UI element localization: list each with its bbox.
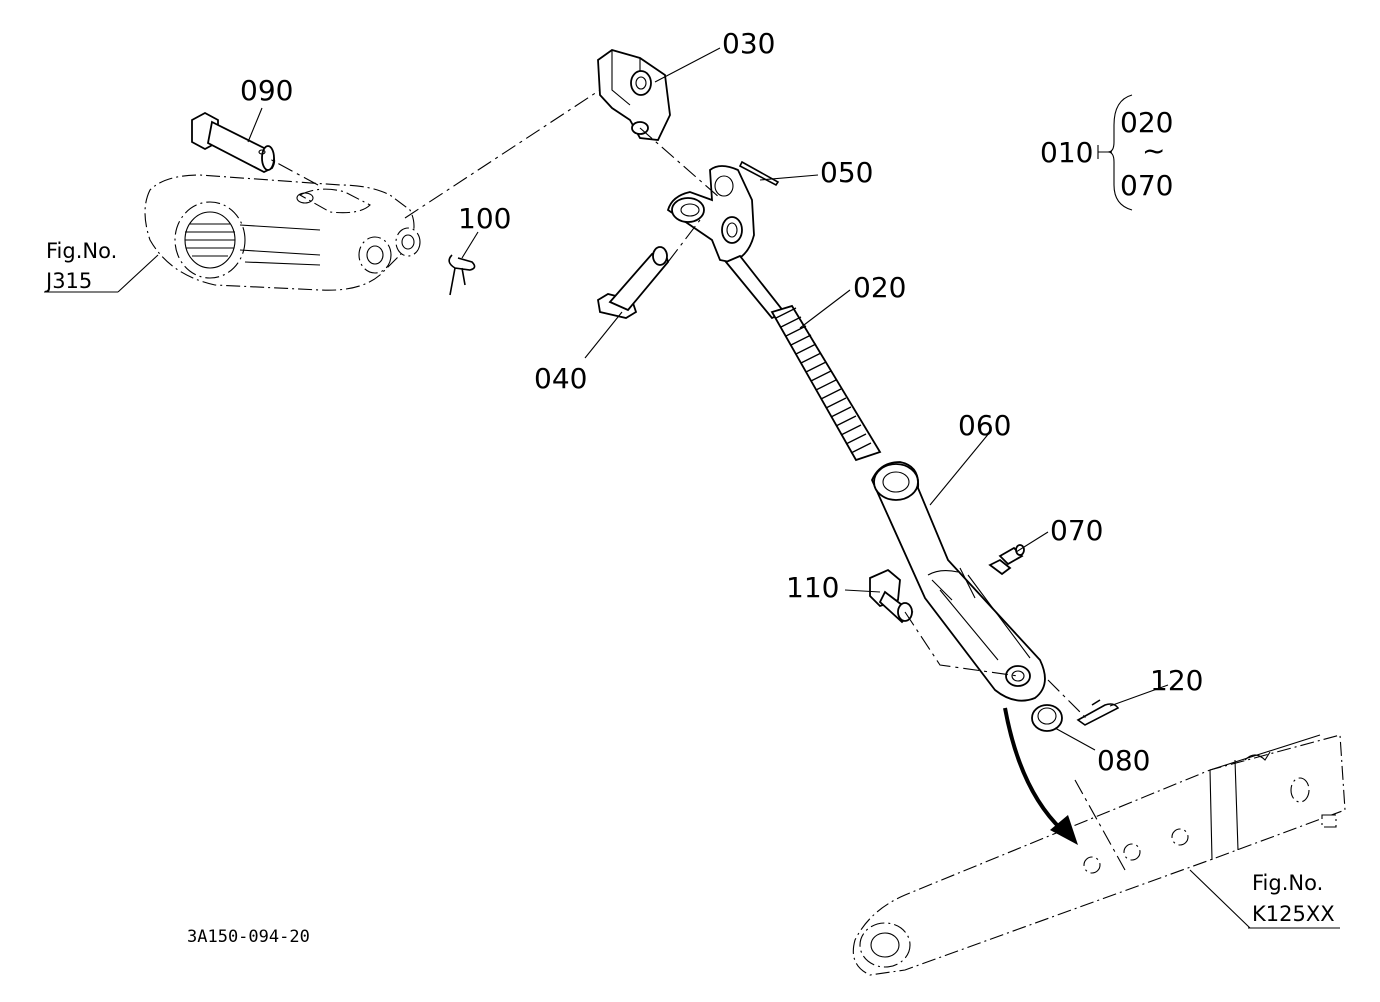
assembly-range-from: 020: [1120, 106, 1173, 139]
part-080-collar: [1031, 704, 1063, 732]
part-120-clip: [1076, 699, 1120, 726]
part-070-nipple: [988, 544, 1025, 576]
part-100-clip: [448, 254, 476, 296]
part-040-pin: [597, 246, 669, 319]
assembly-parent-number: 010: [1040, 136, 1093, 169]
figure-reference-j315: Fig.No. J315: [44, 239, 118, 293]
assembly-arrow: [1003, 707, 1078, 845]
callout-040: 040: [534, 362, 587, 395]
part-060-body: [871, 461, 1046, 702]
part-110-pin: [869, 568, 914, 624]
callout-110: 110: [786, 571, 839, 604]
drawing-code: 3A150-094-20: [187, 927, 310, 947]
callout-060: 060: [958, 409, 1011, 442]
assembly-range: 010 020 ~ 070: [1040, 94, 1173, 211]
callout-070: 070: [1050, 514, 1103, 547]
callout-030: 030: [722, 27, 775, 60]
figure-reference-k125xx: Fig.No. K125XX: [1248, 871, 1340, 929]
leader-lines: [117, 47, 1251, 929]
callout-090: 090: [240, 74, 293, 107]
part-090-pin: [191, 111, 276, 174]
part-050-pin: [738, 160, 780, 187]
callout-020: 020: [853, 271, 906, 304]
fig-ref-label: Fig.No.: [1252, 871, 1323, 895]
assembly-range-to: 070: [1120, 169, 1173, 202]
callout-100: 100: [458, 202, 511, 235]
callout-120: 120: [1150, 664, 1203, 697]
callout-080: 080: [1097, 744, 1150, 777]
fig-ref-number: K125XX: [1252, 902, 1335, 926]
callout-050: 050: [820, 156, 873, 189]
fig-ref-number: J315: [44, 269, 92, 293]
fig-ref-label: Fig.No.: [46, 239, 117, 263]
part-030-yoke: [597, 49, 671, 141]
lower-link-ghost: [852, 734, 1346, 976]
center-lines: [267, 89, 1126, 871]
upper-arm-ghost: [144, 174, 421, 291]
assembly-range-tilde: ~: [1142, 134, 1165, 167]
part-020-rod: [666, 165, 882, 462]
